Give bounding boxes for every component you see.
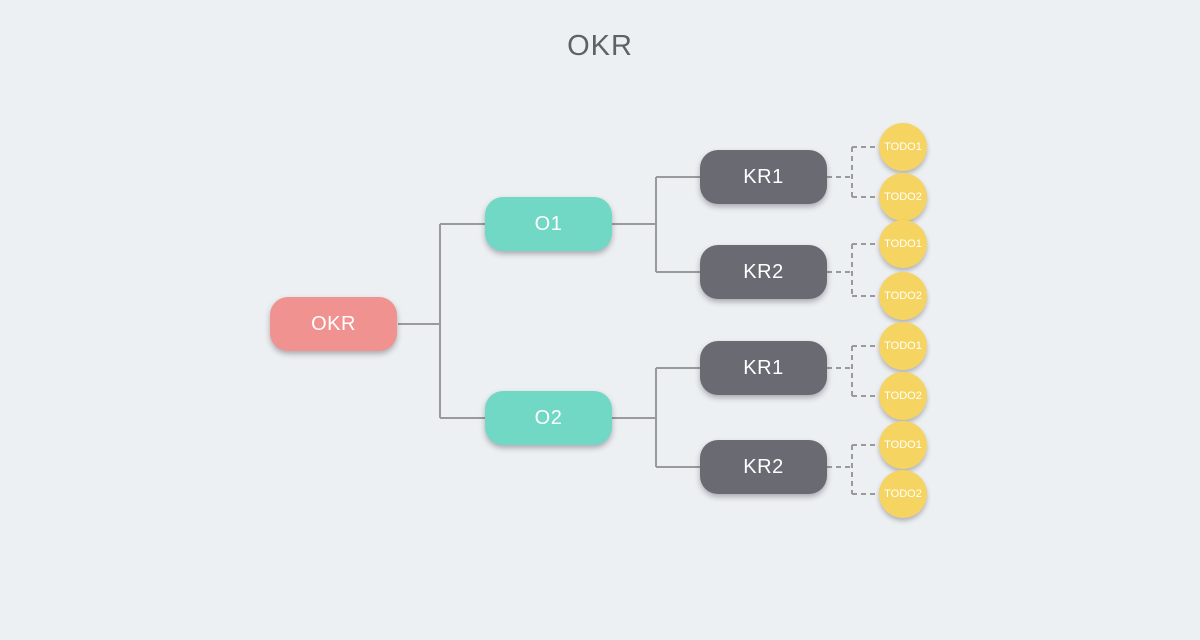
diagram-title: OKR <box>567 30 633 62</box>
objective-node-o2[interactable]: O2 <box>485 391 612 445</box>
kr-node-o1-kr1[interactable]: KR1 <box>700 150 827 204</box>
objective-node-o1[interactable]: O1 <box>485 197 612 251</box>
solid-connector-o2-to-krs <box>612 367 700 468</box>
todo-node-o1-kr1-todo1[interactable]: TODO1 <box>879 123 927 171</box>
kr-node-o1-kr2[interactable]: KR2 <box>700 245 827 299</box>
solid-connector-root-to-objectives <box>398 223 485 419</box>
todo-node-o1-kr1-todo2[interactable]: TODO2 <box>879 173 927 221</box>
todo-node-o1-kr2-todo2[interactable]: TODO2 <box>879 272 927 320</box>
todo-node-o2-kr2-todo2[interactable]: TODO2 <box>879 470 927 518</box>
kr-node-o2-kr2[interactable]: KR2 <box>700 440 827 494</box>
todo-node-o2-kr1-todo1[interactable]: TODO1 <box>879 322 927 370</box>
dashed-connector-o2-kr2-todos <box>827 444 880 495</box>
dashed-connector-o2-kr1-todos <box>827 345 880 397</box>
root-node[interactable]: OKR <box>270 297 397 351</box>
dashed-connector-o1-kr2-todos <box>827 243 880 297</box>
todo-node-o2-kr2-todo1[interactable]: TODO1 <box>879 421 927 469</box>
todo-node-o1-kr2-todo1[interactable]: TODO1 <box>879 220 927 268</box>
todo-node-o2-kr1-todo2[interactable]: TODO2 <box>879 372 927 420</box>
kr-node-o2-kr1[interactable]: KR1 <box>700 341 827 395</box>
solid-connector-o1-to-krs <box>612 176 700 273</box>
dashed-connector-o1-kr1-todos <box>827 146 880 198</box>
